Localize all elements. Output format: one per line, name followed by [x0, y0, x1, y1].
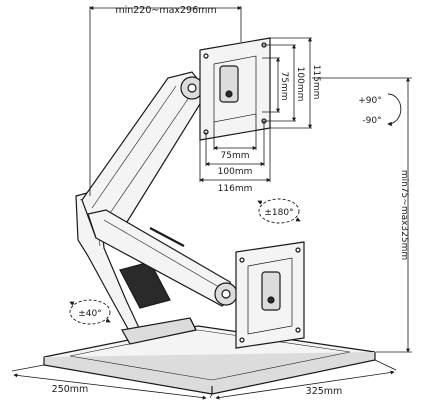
- lower-vesa-plate: [235, 241, 305, 349]
- base-width-label: 325mm: [306, 386, 343, 397]
- vesa-100-height-label: 100mm: [295, 67, 305, 102]
- base-plate: [43, 325, 376, 395]
- vesa-width-dimensions: [199, 114, 271, 182]
- vesa-100-width-label: 100mm: [218, 167, 253, 177]
- base-width-dimension: [215, 359, 397, 400]
- reach-label: min220~max296mm: [115, 5, 216, 16]
- tilt-down-label: -90°: [362, 116, 381, 126]
- arm-swivel-rotation-arrow: [69, 299, 111, 325]
- vesa-75-width-label: 75mm: [221, 151, 250, 161]
- reach-dimension: [89, 6, 242, 196]
- lower-arm: [87, 209, 238, 307]
- tilt-rotation-arrow: [387, 93, 402, 127]
- base-depth-label: 250mm: [52, 384, 89, 395]
- upper-vesa-plate: [199, 37, 271, 141]
- arm-swivel-label: ±40°: [78, 309, 102, 319]
- swivel-label: ±180°: [264, 208, 293, 218]
- vesa-height-dimensions: [262, 37, 312, 129]
- vesa-outer-height-label: 115mm: [311, 65, 321, 100]
- height-range-dimension: [312, 77, 412, 353]
- height-range-label: min75~max325mm: [399, 170, 409, 260]
- vesa-75-height-label: 75mm: [279, 72, 289, 101]
- upper-arm: [81, 71, 207, 239]
- tilt-up-label: +90°: [358, 96, 382, 106]
- base-depth-dimension: [11, 364, 213, 400]
- swivel-rotation-arrow: [257, 198, 301, 224]
- vesa-outer-width-label: 116mm: [218, 184, 253, 194]
